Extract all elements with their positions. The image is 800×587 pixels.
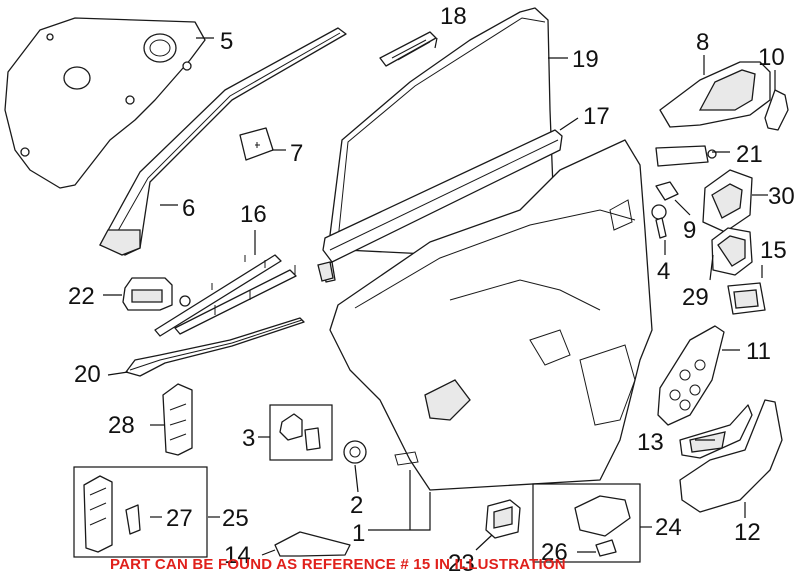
callout-28: 28	[108, 412, 135, 439]
part-16-belt-moulding	[154, 254, 297, 337]
callout-11: 11	[746, 338, 771, 365]
callout-6: 6	[182, 195, 195, 222]
callout-9: 9	[683, 217, 696, 244]
part-12-armrest	[679, 399, 783, 513]
part-15-switch	[727, 282, 766, 315]
callout-5: 5	[220, 28, 233, 55]
part-6-window-channel	[99, 27, 347, 256]
part-7-clip	[239, 127, 274, 161]
part-2-grommet	[343, 440, 367, 464]
callout-10: 10	[758, 44, 785, 71]
part-22-switch	[122, 277, 191, 311]
callout-2: 2	[350, 492, 363, 519]
part-28-bracket	[162, 383, 193, 456]
part-29-switch	[711, 227, 753, 276]
callout-16: 16	[240, 201, 267, 228]
callout-1: 1	[352, 520, 365, 547]
part-14-trim	[274, 531, 351, 557]
part-reference-notice: PART CAN BE FOUND AS REFERENCE # 15 IN I…	[110, 556, 566, 573]
callout-25: 25	[222, 505, 249, 532]
callout-13: 13	[637, 429, 664, 456]
callout-15: 15	[760, 237, 787, 264]
callout-19: 19	[572, 46, 599, 73]
part-5-water-shield	[4, 17, 206, 189]
group-box-3	[269, 404, 333, 461]
part-18-guide	[379, 31, 437, 67]
callout-30: 30	[768, 183, 795, 210]
part-30-switch	[702, 169, 753, 233]
callout-21: 21	[736, 141, 763, 168]
callout-27: 27	[166, 505, 193, 532]
group-box-24	[532, 483, 641, 563]
group-box-25	[73, 466, 208, 558]
callout-26: 26	[541, 539, 568, 566]
part-21-connector	[655, 145, 717, 167]
callout-7: 7	[290, 140, 303, 167]
part-20-seal-strip	[125, 317, 305, 377]
callout-23: 23	[448, 550, 475, 577]
callout-22: 22	[68, 283, 95, 310]
part-13-armrest-insert	[679, 404, 753, 459]
part-9-clip	[655, 181, 679, 201]
part-11-speaker-grille	[657, 325, 725, 426]
callout-17: 17	[583, 103, 610, 130]
callout-12: 12	[734, 519, 761, 546]
callout-14: 14	[224, 542, 251, 569]
callout-29: 29	[682, 284, 709, 311]
leader-lines	[103, 37, 776, 556]
callout-18: 18	[440, 3, 467, 30]
part-4-screw	[651, 204, 667, 239]
callout-4: 4	[657, 258, 670, 285]
part-23-switch	[485, 499, 521, 539]
callout-8: 8	[696, 29, 709, 56]
callout-20: 20	[74, 361, 101, 388]
part-8-handle-bezel	[659, 61, 771, 128]
part-17-regulator	[317, 129, 563, 283]
part-1-door-trim-panel	[329, 139, 653, 491]
callout-24: 24	[655, 514, 682, 541]
callout-3: 3	[242, 425, 255, 452]
callout-numbers: 5 6 7 18 19 17 16 22 20 8 10 21 30 9 4 1…	[68, 3, 795, 577]
